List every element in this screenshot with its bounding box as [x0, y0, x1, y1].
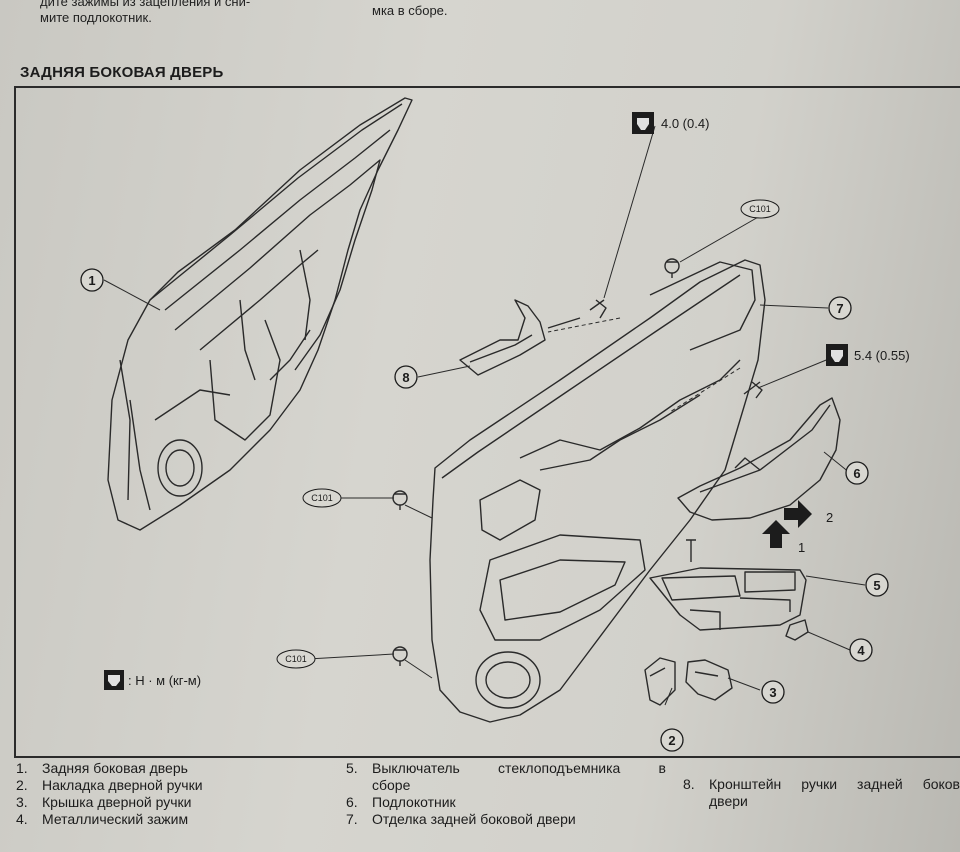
section-title: ЗАДНЯЯ БОКОВАЯ ДВЕРЬ: [20, 64, 224, 81]
clip-lower: [392, 646, 408, 666]
handle-cover: [685, 659, 733, 701]
legend-item-7: 7. Отделка задней боковой двери: [346, 811, 666, 828]
callout-6-label: 6: [853, 466, 860, 481]
callout-4-label: 4: [857, 643, 865, 658]
torque-icon-upper: [632, 112, 654, 134]
legend-text: Металлический зажим: [42, 811, 189, 827]
rear-door-frame: [107, 97, 413, 531]
callout-3-label: 3: [769, 685, 776, 700]
top-left-line-2: мите подлокотник.: [40, 10, 152, 25]
figure-frame: [14, 86, 960, 758]
callout-5-label: 5: [873, 578, 880, 593]
bolt-upper: [589, 299, 607, 319]
callout-7: [828, 296, 852, 320]
legend-text: Подлокотник: [372, 794, 456, 810]
top-left-line-1: дите зажимы из зацепления и сни-: [40, 0, 251, 9]
legend-item-4: 4. Металлический зажим: [16, 811, 203, 828]
legend-item-5: 5. Выключатель стеклоподъемника в сборе: [346, 760, 666, 794]
clip-code-badge-upper: [740, 199, 780, 219]
metal-clip: [785, 619, 809, 641]
door-assembly-diagram: 1 2 3 4 5 6 7 8 C101 C101 C101 4.0 (0.4)…: [80, 97, 910, 752]
callout-1: [80, 268, 104, 292]
callout-3: [761, 680, 785, 704]
callout-1-label: 1: [88, 273, 95, 288]
legend-num: 1.: [16, 760, 28, 776]
legend-num: 2.: [16, 777, 28, 793]
leader-lines: [103, 125, 866, 706]
clip-code-middle: C101: [311, 493, 333, 503]
torque-spec-armrest: 5.4 (0.55): [854, 348, 910, 363]
clip-code-badge-lower: [276, 649, 316, 669]
legend-column-3: 8. Кронштейн ручки задней боков двери: [683, 776, 960, 810]
legend-num: 8.: [683, 776, 695, 792]
legend-item-3: 3. Крышка дверной ручки: [16, 794, 203, 811]
door-trim-panel: [429, 259, 766, 723]
screw-switch: [686, 539, 696, 562]
top-text-fragment-left: дите зажимы из зацепления и сни- мите по…: [40, 0, 250, 26]
clip-code-lower: C101: [285, 654, 307, 664]
direction-arrow-1-icon: [762, 520, 790, 548]
handle-escutcheon: [644, 657, 676, 706]
top-text-fragment-right: мка в сборе.: [372, 3, 448, 19]
callout-4: [849, 638, 873, 662]
legend-item-1: 1. Задняя боковая дверь: [16, 760, 203, 777]
clip-code-upper: C101: [749, 204, 771, 214]
callout-6: [845, 461, 869, 485]
legend-text-line-2: двери: [709, 793, 748, 809]
clip-code-badge-middle: [302, 488, 342, 508]
legend-text: Крышка дверной ручки: [42, 794, 192, 810]
torque-units-note: : Н · м (кг-м): [128, 673, 201, 688]
torque-icon-armrest: [826, 344, 848, 366]
window-switch-assembly: [649, 567, 807, 631]
legend-column-2: 5. Выключатель стеклоподъемника в сборе …: [346, 760, 666, 828]
legend-num: 4.: [16, 811, 28, 827]
callout-8-label: 8: [402, 370, 409, 385]
legend-item-8: 8. Кронштейн ручки задней боков двери: [683, 776, 960, 810]
bolt-armrest: [743, 381, 763, 399]
legend-text-line-1: Выключатель стеклоподъемника в: [372, 760, 666, 776]
torque-icon-legend: [104, 670, 124, 690]
clip-middle: [392, 490, 408, 510]
direction-arrow-2-icon: [784, 500, 812, 528]
clip-upper: [664, 258, 680, 278]
legend-num: 6.: [346, 794, 358, 810]
legend-num: 7.: [346, 811, 358, 827]
callout-8: [394, 365, 418, 389]
legend-column-1: 1. Задняя боковая дверь 2. Накладка дверно…: [16, 760, 203, 828]
legend-num: 3.: [16, 794, 28, 810]
top-right-line-1: мка в сборе.: [372, 3, 448, 18]
callout-2: [660, 728, 684, 752]
direction-label-1: 1: [798, 540, 805, 555]
handle-bracket: [459, 299, 581, 376]
direction-label-2: 2: [826, 510, 833, 525]
armrest: [677, 397, 841, 521]
legend-num: 5.: [346, 760, 358, 776]
legend-item-6: 6. Подлокотник: [346, 794, 666, 811]
legend-text: Задняя боковая дверь: [42, 760, 188, 776]
callout-7-label: 7: [836, 301, 843, 316]
legend-text-line-1: Кронштейн ручки задней боков: [709, 776, 960, 792]
legend-text-line-2: сборе: [372, 777, 411, 793]
legend-item-2: 2. Накладка дверной ручки: [16, 777, 203, 794]
torque-spec-upper: 4.0 (0.4): [661, 116, 709, 131]
callout-5: [865, 573, 889, 597]
legend-text: Накладка дверной ручки: [42, 777, 203, 793]
callout-2-label: 2: [668, 733, 675, 748]
legend-text: Отделка задней боковой двери: [372, 811, 576, 827]
